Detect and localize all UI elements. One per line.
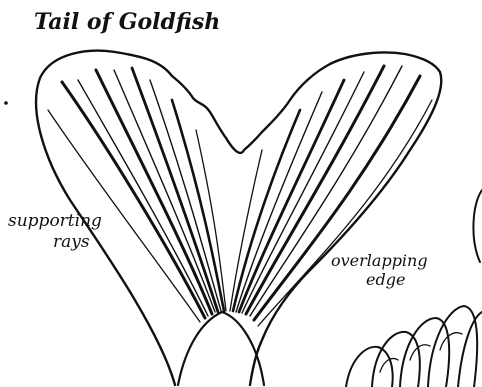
label-overlapping-edge-line2: edge [366, 270, 405, 289]
body-edge-fragment [473, 190, 482, 262]
figure-title: Tail of Goldfish [34, 9, 220, 35]
label-overlapping-edge-line1: overlapping [331, 251, 428, 270]
label-supporting-rays-line1: supporting [8, 211, 102, 231]
overlapping-scales [346, 306, 482, 387]
supporting-rays-left [48, 68, 226, 322]
margin-mark [4, 101, 8, 105]
label-supporting-rays-line2: rays [53, 232, 90, 252]
